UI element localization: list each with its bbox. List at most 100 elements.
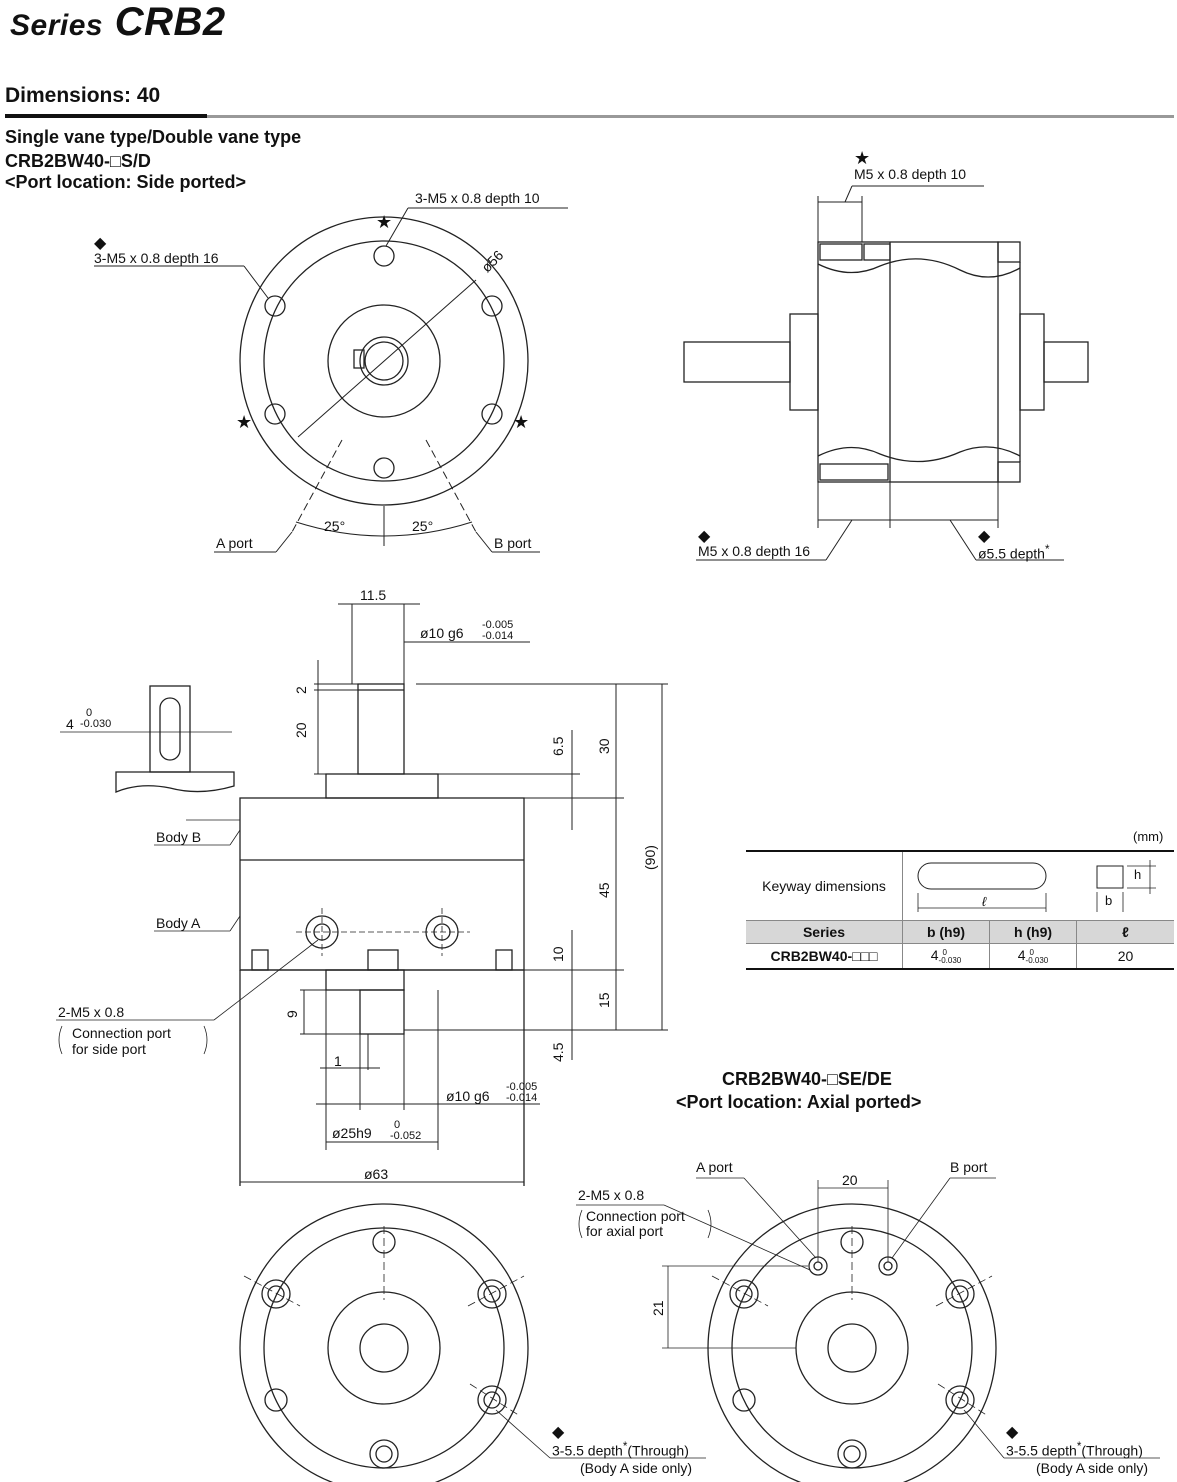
keyway-h-value: 4 — [1017, 947, 1026, 964]
key-tol-lower: -0.030 — [80, 718, 112, 730]
keyway-cell-series: CRB2BW40-□□□ — [746, 943, 903, 970]
keyway-header-row: Series b (h9) h (h9) ℓ — [746, 920, 1174, 944]
vane-type-line: Single vane type/Double vane type — [5, 127, 302, 147]
boss-tol: 0 -0.052 — [390, 1120, 421, 1142]
keyway-sketch-row: Keyway dimensions — [746, 850, 1174, 921]
main-view-body — [239, 683, 525, 1186]
side-bore-label: ø5.5 depth* — [978, 543, 1049, 562]
side-port-note2: for side port — [72, 1041, 146, 1057]
key-width: 4 — [66, 716, 74, 732]
side-tap-star-label: M5 x 0.8 depth 10 — [854, 166, 967, 182]
boss-tol-lower: -0.052 — [390, 1130, 422, 1142]
section-rule-gray — [207, 115, 1174, 118]
section-rule-dark — [5, 114, 207, 118]
body-dia: ø63 — [364, 1166, 389, 1182]
bl-note: (Body A side only) — [580, 1460, 693, 1476]
section-title: Dimensions: 40 — [5, 84, 161, 107]
diamond-symbol-bl: ◆ — [552, 1424, 565, 1441]
br-port-note1: Connection port — [586, 1208, 685, 1224]
front-view-circles — [239, 216, 529, 506]
shaft-top-dia: ø10 g6 — [420, 625, 464, 641]
body-b-label: Body B — [156, 829, 202, 845]
dim-11-5: 11.5 — [360, 587, 387, 603]
keyway-h-tol-upper: 0 — [1029, 947, 1034, 957]
star-symbol-side: ★ — [854, 148, 871, 168]
a-port-label: A port — [216, 535, 253, 551]
key-sketch — [115, 685, 235, 793]
keyway-sketch-h: h — [1134, 867, 1142, 882]
shaft-top-tol: -0.005 -0.014 — [482, 620, 513, 642]
br-hole-through: (Through) — [1081, 1442, 1143, 1459]
keyway-header-h: h (h9) — [989, 920, 1077, 944]
keyway-header-series: Series — [746, 920, 903, 944]
axial-ported-model: CRB2BW40-□SE/DE — [722, 1069, 892, 1089]
shaft-bottom-tol: -0.005 -0.014 — [506, 1082, 537, 1104]
shaft-top-tol-lower: -0.014 — [482, 630, 514, 642]
side-port-thread: 2-M5 x 0.8 — [58, 1004, 125, 1020]
side-ported-location: <Port location: Side ported> — [5, 172, 247, 192]
br-b-port: B port — [950, 1159, 988, 1175]
dim-1: 1 — [334, 1053, 342, 1069]
side-bore-text: ø5.5 depth — [978, 545, 1045, 562]
br-note: (Body A side only) — [1036, 1460, 1149, 1476]
diamond-symbol-bore: ◆ — [978, 528, 991, 545]
dim-10: 10 — [550, 946, 566, 962]
dim-2: 2 — [293, 686, 309, 694]
br-a-port: A port — [696, 1159, 733, 1175]
br-port-thread: 2-M5 x 0.8 — [578, 1187, 645, 1203]
keyway-label: Keyway dimensions — [746, 850, 903, 921]
key-tol: 0 -0.030 — [80, 708, 111, 730]
angle-right-label: 25° — [412, 518, 434, 534]
bl-hole-text: 3-5.5 depth — [552, 1442, 623, 1459]
keyway-table: Keyway dimensions Series b (h9) h (h9) ℓ… — [746, 850, 1174, 970]
star-symbol-top: ★ — [376, 212, 393, 232]
br-hole-label: 3-5.5 depth*(Through) — [1006, 1440, 1143, 1459]
side-ported-model: CRB2BW40-□S/D — [5, 151, 151, 171]
dim-9: 9 — [284, 1010, 300, 1018]
dim-45: 45 — [596, 882, 612, 898]
shaft-bottom-tol-lower: -0.014 — [506, 1092, 538, 1104]
diamond-symbol-front: ◆ — [94, 235, 107, 252]
shaft-bottom-dia: ø10 g6 — [446, 1088, 490, 1104]
boss-dia: ø25h9 — [332, 1125, 372, 1141]
keyway-sketch-cell — [902, 850, 1174, 921]
diamond-symbol-br: ◆ — [1006, 1424, 1019, 1441]
dim-30: 30 — [596, 738, 612, 754]
br-dim-20: 20 — [842, 1172, 858, 1188]
keyway-sketch-l: ℓ — [982, 894, 987, 909]
keyway-header-b: b (h9) — [902, 920, 990, 944]
keyway-b-tol-lower: -0.030 — [938, 955, 962, 965]
axial-ported-location: <Port location: Axial ported> — [676, 1092, 922, 1112]
dim-15: 15 — [596, 992, 612, 1008]
keyway-h-tol-lower: -0.030 — [1025, 955, 1049, 965]
side-view-body — [683, 241, 1089, 483]
unit-label: (mm) — [1133, 829, 1164, 844]
side-tap-diamond-label: M5 x 0.8 depth 16 — [698, 543, 811, 559]
front-tap-star-label: 3-M5 x 0.8 depth 10 — [415, 190, 540, 206]
keyway-b-tol-upper: 0 — [942, 947, 947, 957]
keyway-sketch-b: b — [1105, 893, 1113, 908]
br-port-note2: for axial port — [586, 1223, 664, 1239]
dim-20: 20 — [293, 722, 309, 738]
key-tol-upper: 0 — [86, 707, 93, 719]
boss-tol-upper: 0 — [394, 1119, 401, 1131]
bl-hole-through: (Through) — [627, 1442, 689, 1459]
series-name: CRB2 — [114, 0, 226, 44]
series-title: Series CRB2 — [10, 0, 226, 45]
b-port-label: B port — [494, 535, 532, 551]
star-symbol-right: ★ — [513, 412, 530, 432]
diamond-symbol-side: ◆ — [698, 528, 711, 545]
br-dim-21: 21 — [650, 1300, 666, 1316]
keyway-header-l: ℓ — [1076, 920, 1174, 944]
front-tap-diamond-label: 3-M5 x 0.8 depth 16 — [94, 250, 219, 266]
keyway-cell-l: 20 — [1076, 943, 1174, 970]
shaft-bottom-tol-upper: -0.005 — [506, 1081, 538, 1093]
br-hole-asterisk: * — [1076, 1440, 1082, 1453]
angle-left-label: 25° — [324, 518, 346, 534]
body-a-label: Body A — [156, 915, 201, 931]
dim-90: (90) — [642, 845, 658, 870]
star-symbol-left: ★ — [236, 412, 253, 432]
series-word: Series — [10, 9, 104, 42]
